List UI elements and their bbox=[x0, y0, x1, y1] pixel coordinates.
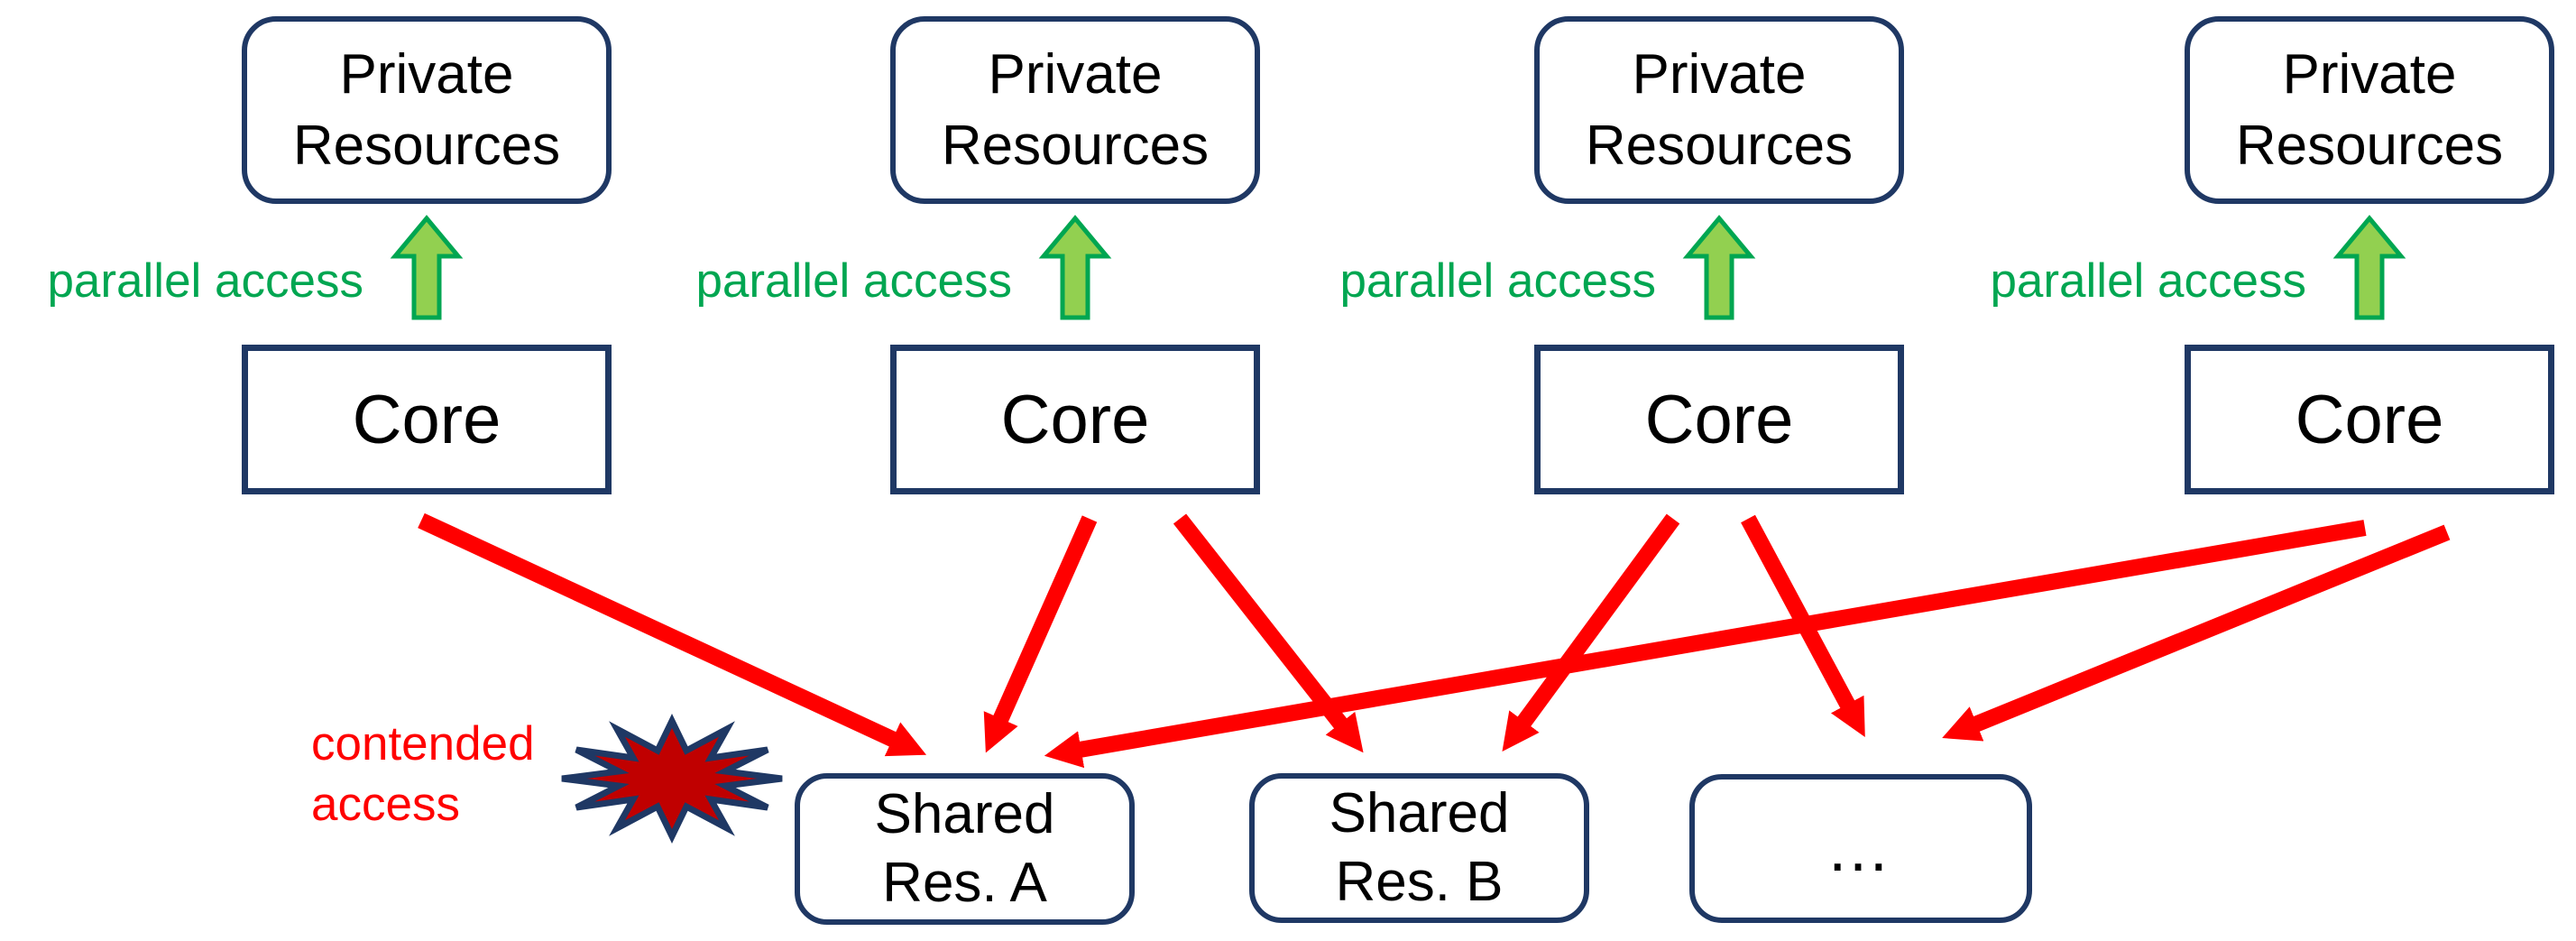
contended-access-arrows bbox=[418, 512, 2451, 769]
contended-access-arrow-core3-dots bbox=[1741, 514, 1865, 738]
parallel-access-label-3: parallel access bbox=[1339, 254, 1656, 308]
contended-access-arrow-core2-sharedA bbox=[983, 515, 1098, 753]
core-label: Core bbox=[1000, 381, 1150, 458]
parallel-access-arrow bbox=[390, 215, 464, 320]
contended-access-arrow-core1-sharedA bbox=[418, 512, 927, 757]
private-resources-box-1: Private Resources bbox=[242, 16, 612, 204]
parallel-access-arrow bbox=[1682, 215, 1756, 320]
core-label: Core bbox=[1644, 381, 1794, 458]
private-resources-label: Private Resources bbox=[1585, 43, 1854, 177]
private-resources-box-3: Private Resources bbox=[1534, 16, 1904, 204]
contention-starburst-icon bbox=[561, 713, 783, 844]
parallel-access-label-1: parallel access bbox=[47, 254, 363, 308]
contended-access-arrow-core3-sharedB bbox=[1502, 513, 1680, 752]
parallel-access-label-4: parallel access bbox=[1990, 254, 2306, 308]
private-resources-box-2: Private Resources bbox=[890, 16, 1260, 204]
parallel-access-arrow bbox=[1038, 215, 1112, 320]
core-box-4: Core bbox=[2185, 345, 2554, 494]
core-box-1: Core bbox=[242, 345, 612, 494]
core-box-2: Core bbox=[890, 345, 1260, 494]
shared-resource-b-box: Shared Res. B bbox=[1249, 773, 1589, 923]
shared-resource-a-label: Shared Res. A bbox=[874, 783, 1055, 914]
private-resources-label: Private Resources bbox=[2235, 43, 2504, 177]
contended-access-arrow-core2-sharedB bbox=[1173, 513, 1364, 753]
core-box-3: Core bbox=[1534, 345, 1904, 494]
private-resources-label: Private Resources bbox=[292, 43, 561, 177]
shared-resource-a-box: Shared Res. A bbox=[795, 773, 1135, 925]
shared-resource-ellipsis-label: … bbox=[1826, 812, 1896, 885]
parallel-access-arrows bbox=[390, 215, 2406, 320]
contended-access-arrow-core4-sharedA bbox=[1044, 520, 2367, 769]
core-label: Core bbox=[352, 381, 501, 458]
contended-access-arrow-core4-dots bbox=[1942, 524, 2451, 742]
parallel-access-arrow bbox=[2332, 215, 2406, 320]
shared-resource-ellipsis-box: … bbox=[1689, 774, 2032, 923]
shared-resource-b-label: Shared Res. B bbox=[1329, 782, 1510, 913]
contended-access-label: contended access bbox=[311, 717, 535, 831]
private-resources-label: Private Resources bbox=[941, 43, 1210, 177]
parallel-access-label-2: parallel access bbox=[695, 254, 1012, 308]
private-resources-box-4: Private Resources bbox=[2185, 16, 2554, 204]
core-label: Core bbox=[2295, 381, 2444, 458]
